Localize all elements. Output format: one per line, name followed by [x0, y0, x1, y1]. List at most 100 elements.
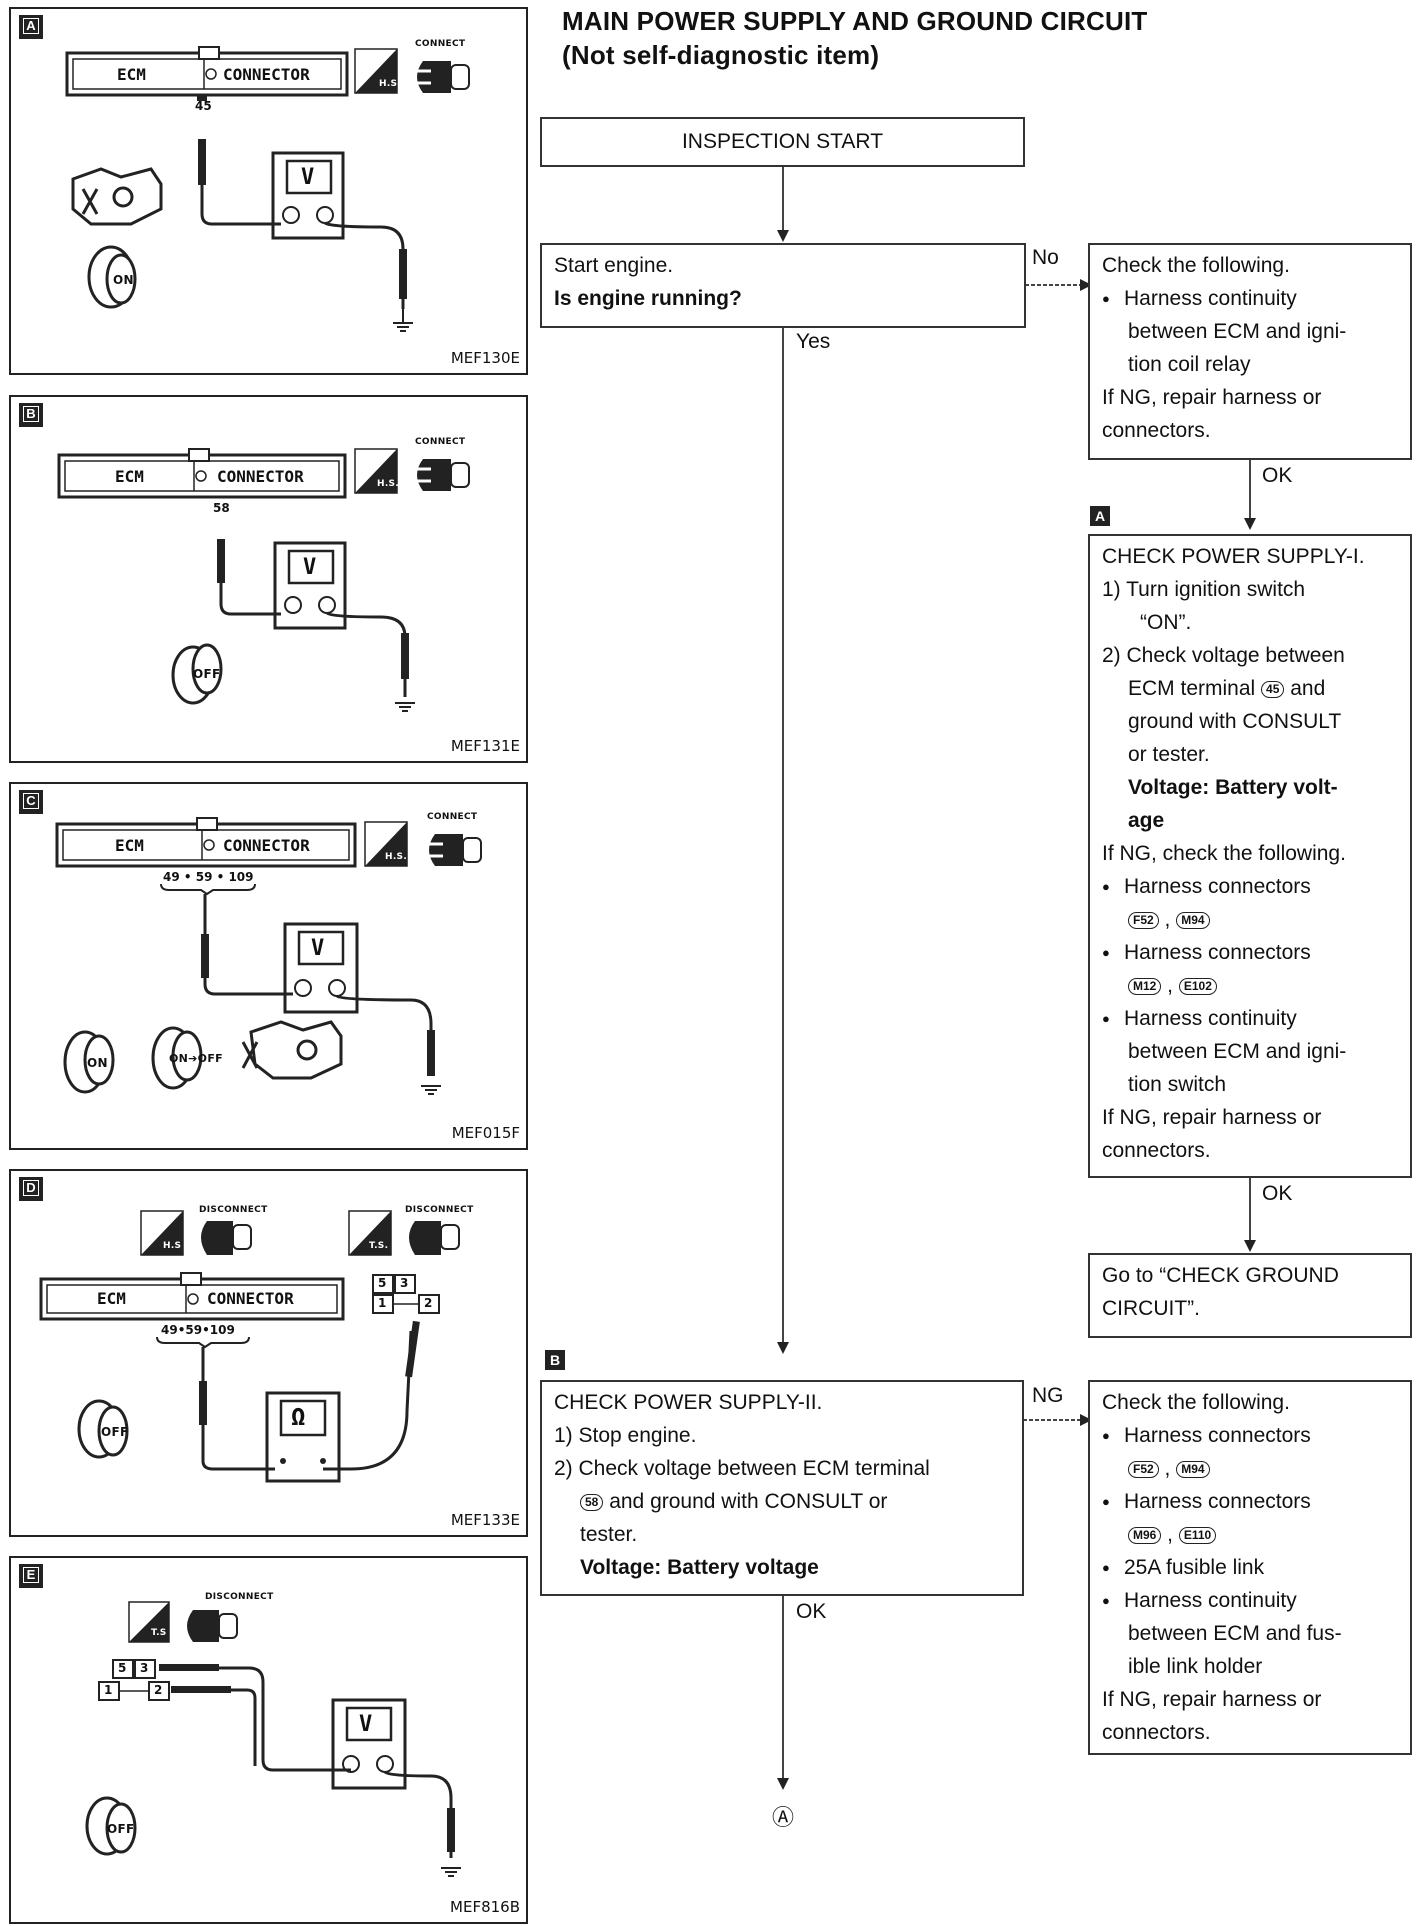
check2-bullet: Harness connectors — [1102, 1419, 1398, 1452]
stepA-connector-codes: M12 , E102 — [1102, 969, 1398, 1002]
yes-label: Yes — [796, 330, 831, 353]
connector-label: CONNECTOR — [223, 65, 310, 84]
step-a-marker: A — [1090, 506, 1110, 526]
figure-code: MEF133E — [450, 1511, 520, 1529]
stepA-bullet: Harness connectors — [1102, 870, 1398, 903]
terminal-circle: 58 — [580, 1494, 604, 1511]
ok-label: OK — [1262, 1182, 1293, 1205]
circuit-diagram — [65, 46, 470, 332]
stepA-line: or tester. — [1128, 743, 1210, 766]
ng-label: NG — [1032, 1384, 1064, 1407]
stepA-bullet: Harness continuity — [1102, 1002, 1398, 1035]
check2-line: Check the following. — [1102, 1391, 1290, 1414]
figure-code: MEF131E — [450, 737, 520, 755]
stepA-line: tion switch — [1128, 1073, 1227, 1096]
step-b-marker: B — [545, 1350, 565, 1370]
check2-bullet: Harness connectors — [1102, 1485, 1398, 1518]
hs-label: H.S — [163, 1241, 182, 1251]
check-power-supply-1-box: CHECK POWER SUPPLY-I. 1) Turn ignition s… — [1088, 534, 1412, 1178]
stepB-line: 58 and ground with CONSULT or — [554, 1485, 1010, 1518]
ts-label: T.S. — [369, 1241, 389, 1251]
stepA-connector-codes: F52 , M94 — [1102, 903, 1398, 936]
panel-letter: B — [19, 403, 43, 427]
connector-label: CONNECTOR — [207, 1289, 294, 1308]
check2-line: connectors. — [1102, 1721, 1211, 1744]
connector-code: M12 — [1128, 978, 1162, 995]
q1-line2: Is engine running? — [554, 287, 742, 310]
stepA-line: age — [1128, 809, 1165, 832]
stepA-line: If NG, check the following. — [1102, 842, 1346, 865]
figure-code: MEF130E — [450, 349, 520, 367]
check2-line: ible link holder — [1128, 1655, 1263, 1678]
ok-label: OK — [796, 1600, 827, 1623]
terminal-number: 49•59•109 — [161, 1323, 235, 1337]
stepA-text: and — [1290, 677, 1326, 700]
connector-code: M94 — [1176, 1461, 1210, 1478]
terminal-number: 49 • 59 • 109 — [163, 870, 254, 884]
meter-symbol: V — [311, 936, 325, 961]
goto-ground-circuit-box: Go to “CHECK GROUND CIRCUIT”. — [1088, 1253, 1412, 1338]
stepA-line: Voltage: Battery volt- — [1128, 776, 1338, 799]
connector-code: F52 — [1128, 912, 1159, 929]
figure-panel-e: E T.S DISCONNECT 5 3 1 2 V OFF MEF816B — [9, 1556, 528, 1924]
connector-code: M94 — [1176, 912, 1210, 929]
goto-line: CIRCUIT”. — [1102, 1297, 1200, 1320]
check-power-supply-2-box: CHECK POWER SUPPLY-II. 1) Stop engine. 2… — [540, 1380, 1024, 1596]
stepB-line: Voltage: Battery voltage — [580, 1556, 819, 1579]
hs-label: H.S. — [385, 852, 408, 862]
pin-5: 5 — [378, 1276, 387, 1290]
panel-letter: C — [19, 790, 43, 814]
page-subtitle: (Not self-diagnostic item) — [562, 40, 880, 70]
check-ignition-coil-box: Check the following. Harness continuity … — [1088, 243, 1412, 460]
panel-letter: E — [19, 1564, 43, 1588]
stepA-bullet: Harness connectors — [1102, 936, 1398, 969]
connect-label: CONNECT — [427, 812, 478, 822]
panel-letter: A — [19, 15, 43, 39]
check1-line: tion coil relay — [1128, 353, 1251, 376]
check2-line: If NG, repair harness or — [1102, 1688, 1322, 1711]
switch-label: ON — [113, 273, 134, 287]
terminal-number: 58 — [213, 501, 230, 515]
meter-symbol: V — [303, 555, 317, 580]
figure-panel-b: B ECM CONNECTOR 58 V H.S. CONNECT OFF ME… — [9, 395, 528, 763]
panel-letter: D — [19, 1177, 43, 1201]
connect-label: CONNECT — [415, 437, 466, 447]
switch-label: OFF — [193, 667, 221, 681]
switch-label: OFF — [107, 1822, 135, 1836]
connector-code: E102 — [1178, 978, 1217, 995]
check1-line: connectors. — [1102, 419, 1211, 442]
check2-connector-codes: F52 , M94 — [1102, 1452, 1398, 1485]
pin-3: 3 — [140, 1661, 149, 1675]
stepA-line: between ECM and igni- — [1128, 1040, 1347, 1063]
connect-label: CONNECT — [415, 39, 466, 49]
pin-2: 2 — [424, 1296, 433, 1310]
ecm-label: ECM — [115, 836, 144, 855]
check1-line: Check the following. — [1102, 254, 1290, 277]
engine-running-question: Start engine. Is engine running? — [540, 243, 1026, 328]
figure-panel-a: A ECM CONNECTOR 45 V — [9, 7, 528, 375]
connector-label: CONNECTOR — [217, 467, 304, 486]
stepA-text: ECM terminal — [1128, 677, 1256, 700]
ok-label: OK — [1262, 464, 1293, 487]
page-title: MAIN POWER SUPPLY AND GROUND CIRCUIT — [562, 6, 1148, 36]
connector-code: E110 — [1178, 1527, 1217, 1544]
hs-label: H.S — [379, 79, 398, 89]
circuit-diagram — [55, 817, 482, 1095]
stepA-line: connectors. — [1102, 1139, 1211, 1162]
ecm-label: ECM — [97, 1289, 126, 1308]
check2-line: between ECM and fus- — [1128, 1622, 1342, 1645]
stepA-line: CHECK POWER SUPPLY-I. — [1102, 545, 1365, 568]
check1-bullet: Harness continuity — [1102, 282, 1398, 315]
pin-1: 1 — [378, 1296, 387, 1310]
stepA-line: If NG, repair harness or — [1102, 1106, 1322, 1129]
disconnect-label: DISCONNECT — [199, 1205, 268, 1215]
meter-symbol: Ω — [291, 1403, 306, 1431]
terminal-circle: 45 — [1261, 681, 1285, 698]
stepB-text: and ground with CONSULT or — [609, 1490, 888, 1513]
hs-label: H.S. — [377, 479, 400, 489]
disconnect-label: DISCONNECT — [205, 1592, 274, 1602]
figure-panel-c: C ECM CONNECTOR 49 • 59 • 109 V H. — [9, 782, 528, 1150]
circuit-diagram — [85, 1601, 461, 1877]
meter-symbol: V — [359, 1712, 373, 1737]
